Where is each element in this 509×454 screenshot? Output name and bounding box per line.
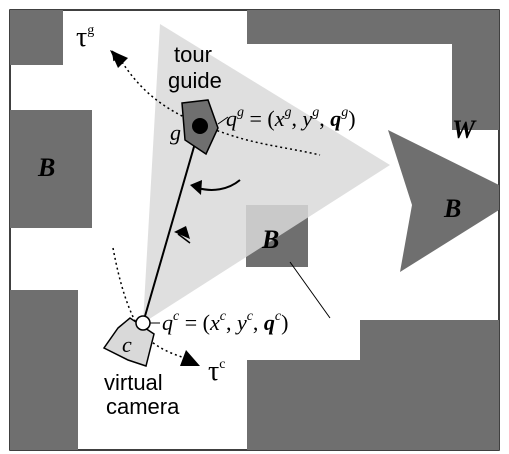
virtual-camera-label-line2: camera (106, 394, 180, 419)
obstacle-bottom-right (247, 320, 499, 450)
leader-guide-state (217, 116, 229, 125)
tau-camera-arrowhead (180, 350, 200, 366)
tour-guide-label-line1: tour (174, 42, 212, 67)
obstacle-label-arrow: B (443, 194, 461, 223)
sight-line (142, 125, 201, 324)
tau-camera-label: τc (208, 356, 225, 387)
camera-field-of-view (143, 24, 390, 323)
rotation-arc-head (190, 180, 202, 195)
virtual-camera-label-line1: virtual (104, 370, 163, 395)
tau-guide-label: τg (76, 22, 94, 53)
leader-obstacle-center (289, 261, 331, 319)
tour-guide-position (192, 118, 208, 134)
obstacle-bottom-left (10, 290, 78, 450)
obstacle-label-center: B (261, 225, 279, 254)
tau-guide-base: τ (76, 22, 87, 53)
tour-guide-label-line2: guide (168, 68, 222, 93)
workspace-label: W (452, 115, 477, 144)
obstacle-label-left: B (37, 153, 55, 182)
tau-guide-arrowhead (110, 50, 128, 68)
virtual-camera-position (135, 315, 151, 331)
obstacle-arrow-right (388, 130, 499, 272)
guide-symbol: g (170, 120, 181, 145)
guide-state-equation: qg = (xg, yg, qg) (226, 105, 356, 131)
sight-line-arrow-tail (177, 233, 191, 244)
sight-line-arrow (174, 226, 190, 239)
camera-state-equation: qc = (xc, yc, qc) (162, 309, 288, 335)
obstacles (10, 10, 499, 450)
camera-symbol: c (122, 332, 132, 357)
obstacle-top-left (10, 10, 63, 65)
tau-guide-sup: g (87, 23, 94, 38)
tau-camera-sup: c (219, 357, 225, 372)
tau-camera-base: τ (208, 356, 219, 387)
obstacle-right-notch (452, 10, 499, 130)
rotation-arc (197, 179, 241, 191)
obstacle-left-middle (10, 110, 92, 228)
